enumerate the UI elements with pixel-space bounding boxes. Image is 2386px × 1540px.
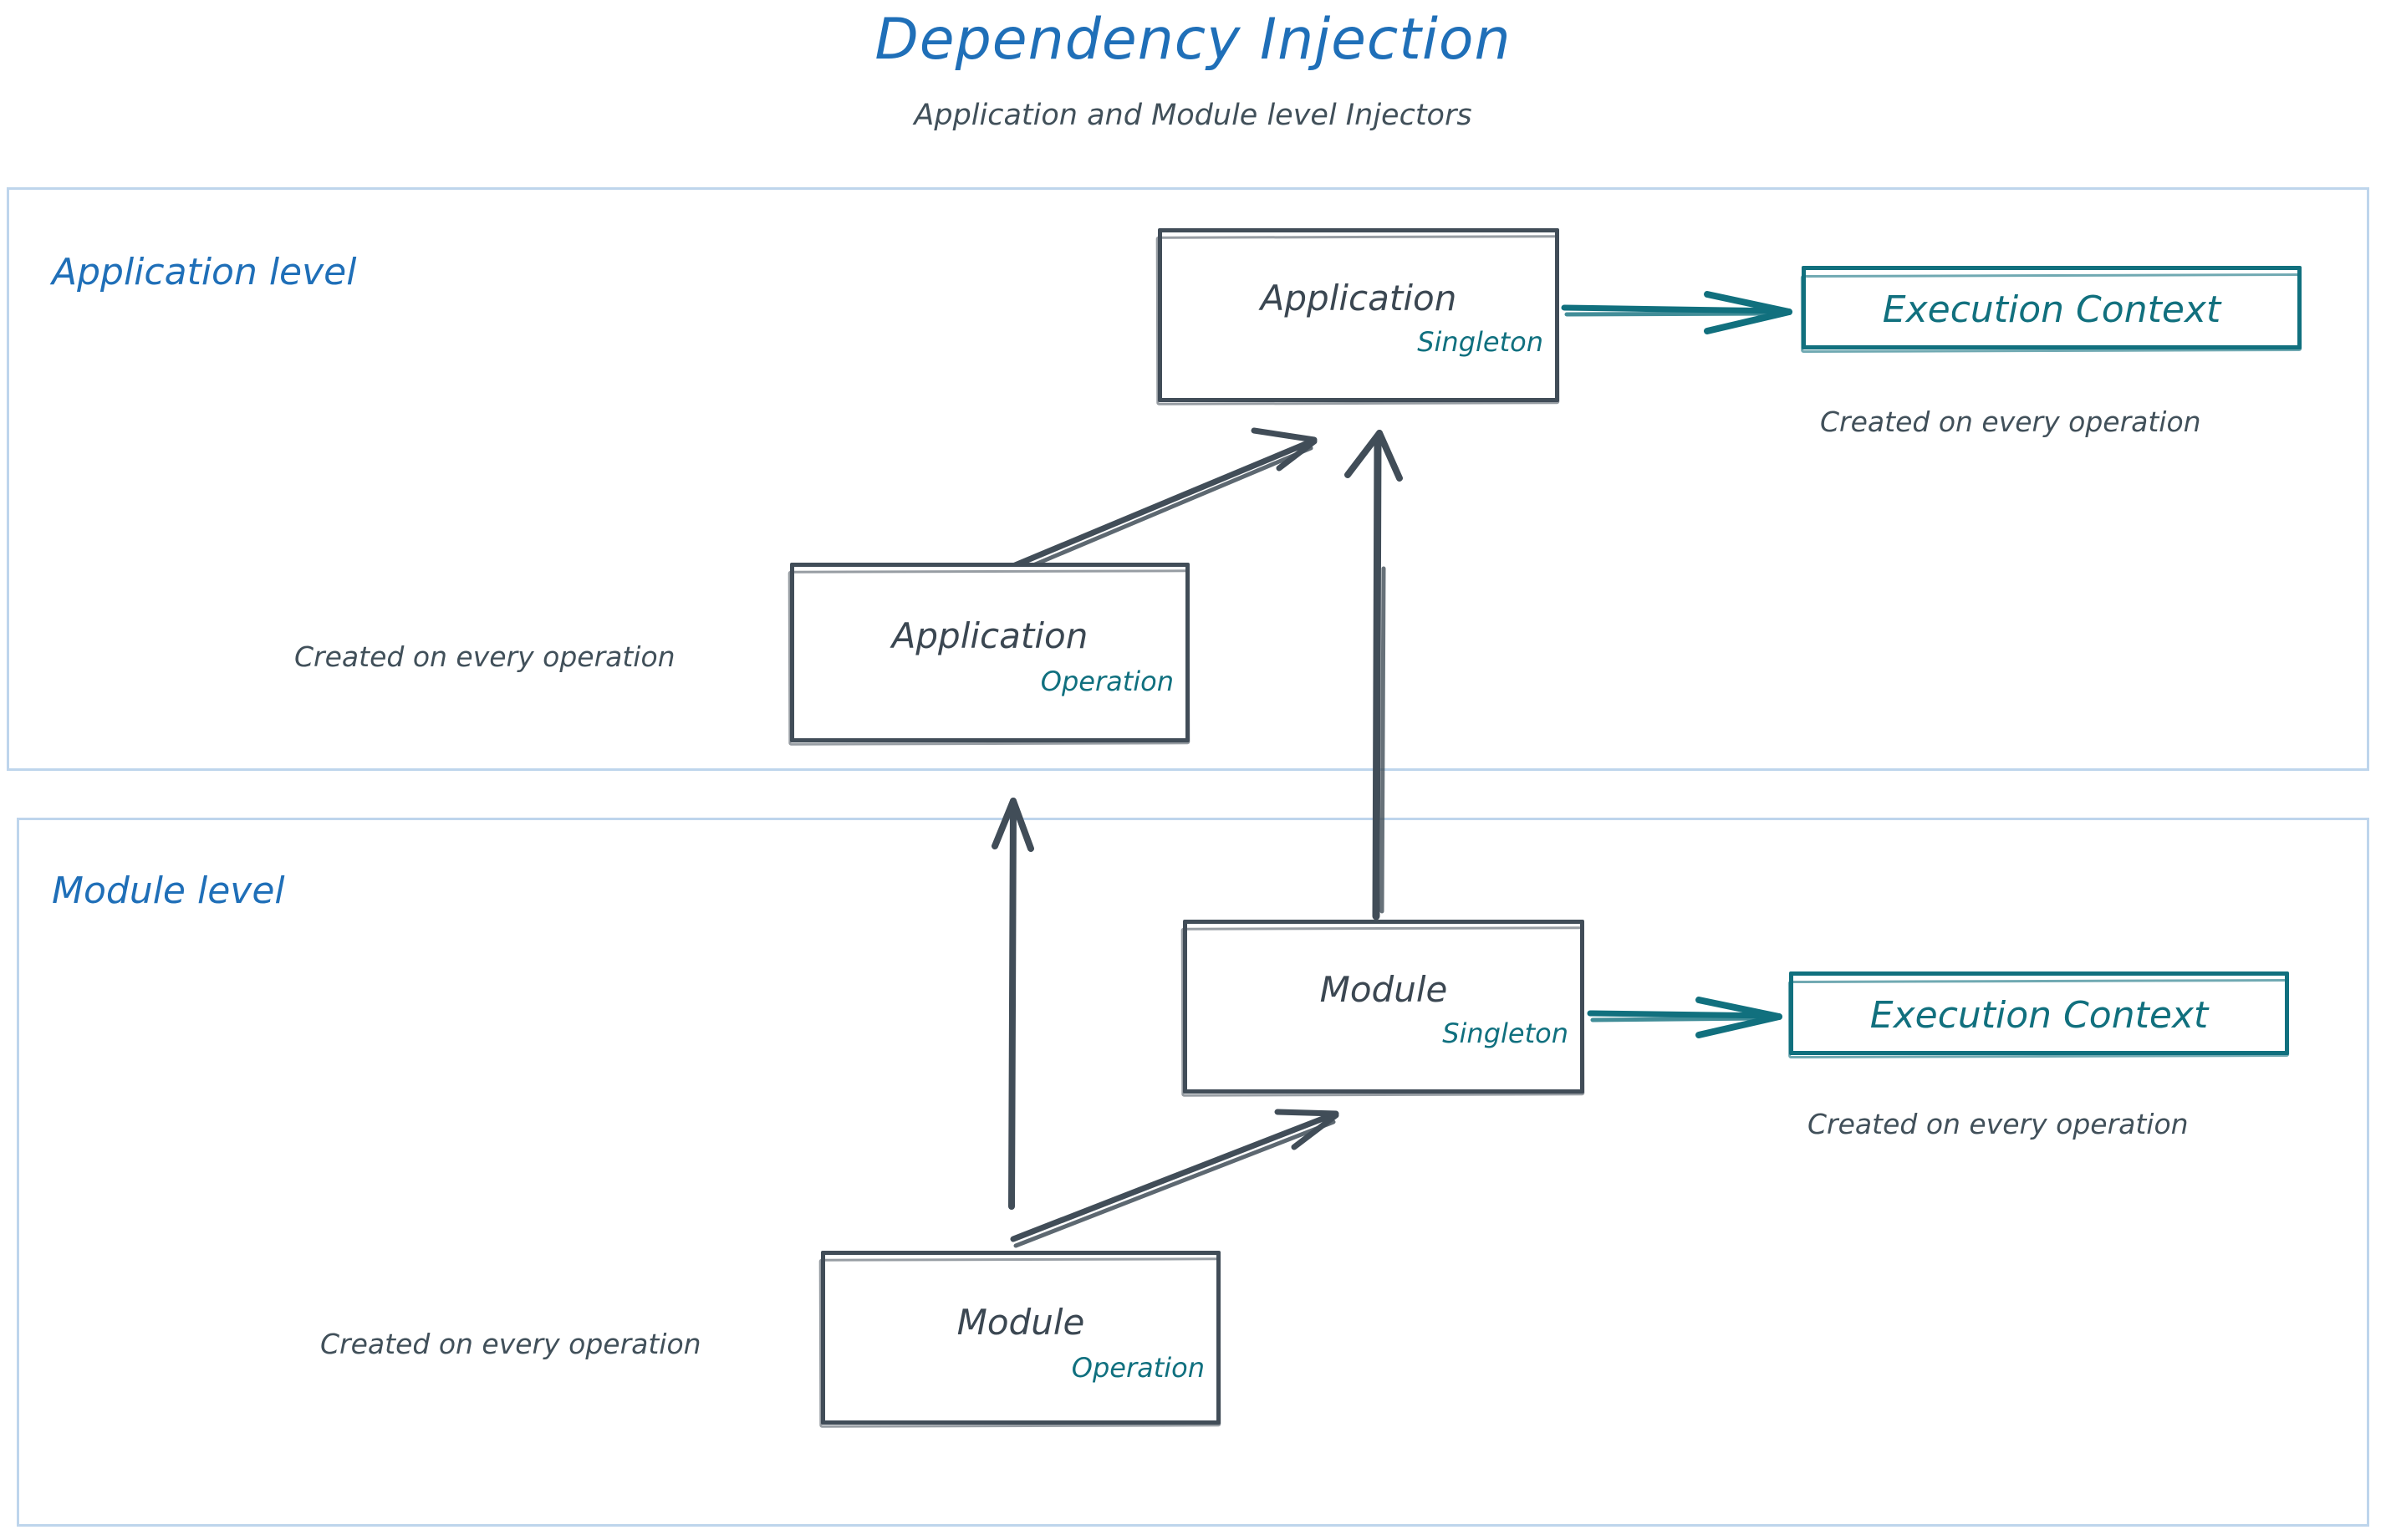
node-scope-badge: Singleton <box>1442 1017 1568 1049</box>
arrow-module-operation-to-app-operation <box>992 798 1034 1210</box>
annotation-application-operation: Created on every operation <box>294 640 676 673</box>
node-scope-badge: Singleton <box>1417 326 1543 358</box>
page-title: Dependency Injection <box>874 7 1512 73</box>
annotation-module-operation: Created on every operation <box>320 1328 701 1360</box>
annotation-execution-context-application: Created on every operation <box>1820 405 2201 438</box>
module-level-label: Module level <box>52 869 285 912</box>
node-application-singleton[interactable]: Application Singleton <box>1158 228 1559 402</box>
annotation-execution-context-module: Created on every operation <box>1807 1108 2189 1140</box>
node-title: Execution Context <box>1869 994 2209 1037</box>
module-level-container <box>17 818 2369 1527</box>
arrow-app-singleton-to-execution-context <box>1561 291 1792 334</box>
node-execution-context-application[interactable]: Execution Context <box>1802 266 2302 349</box>
node-title: Application <box>1260 278 1457 319</box>
node-execution-context-module[interactable]: Execution Context <box>1789 971 2289 1055</box>
node-scope-badge: Operation <box>1040 665 1174 697</box>
node-module-operation[interactable]: Module Operation <box>821 1251 1221 1425</box>
node-application-operation[interactable]: Application Operation <box>790 563 1190 742</box>
arrow-module-operation-to-module-singleton <box>1010 1109 1339 1248</box>
application-level-label: Application level <box>52 251 357 293</box>
node-title: Application <box>891 615 1088 656</box>
page-subtitle: Application and Module level Injectors <box>914 99 1472 132</box>
node-title: Module <box>1319 969 1448 1010</box>
arrow-module-singleton-to-execution-context <box>1587 997 1782 1038</box>
node-title: Module <box>956 1302 1085 1343</box>
application-level-container <box>7 187 2369 771</box>
node-title: Execution Context <box>1882 288 2221 331</box>
arrow-module-singleton-to-app-singleton <box>1344 430 1403 920</box>
node-module-singleton[interactable]: Module Singleton <box>1183 920 1584 1094</box>
node-scope-badge: Operation <box>1071 1352 1205 1384</box>
